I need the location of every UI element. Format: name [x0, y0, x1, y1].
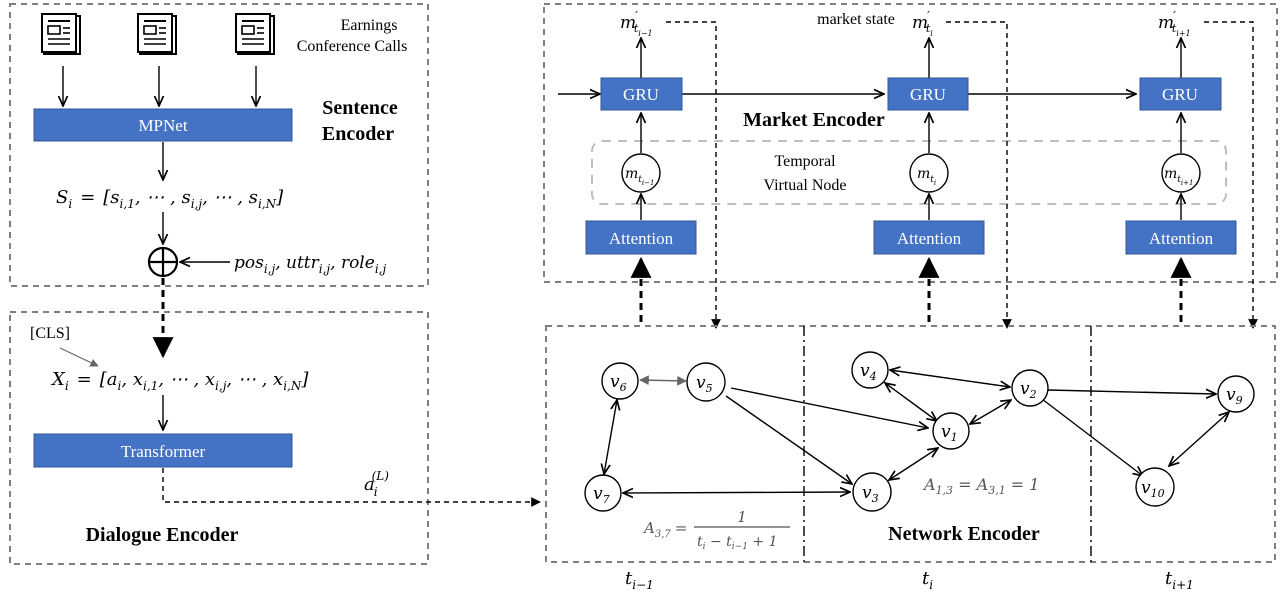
- sentence-encoder-border: [9, 3, 429, 287]
- m-prime-prev: m′ti−1: [620, 9, 653, 38]
- svg-text:GRU: GRU: [1162, 85, 1198, 104]
- cls-label: [CLS]: [30, 325, 70, 342]
- graph-node-v2: v2: [1011, 369, 1049, 407]
- dialogue-encoder-title: Dialogue Encoder: [86, 524, 239, 546]
- graph-node-v10: v10: [1135, 467, 1175, 507]
- network-encoder-panel: v6 v5 v7 v4 v1 v2 v3 v9: [545, 325, 1276, 563]
- concatenate-icon: [147, 246, 179, 278]
- edge-weight-a37: A3,7= 1 ti − ti−1 + 1: [642, 508, 790, 552]
- svg-text:Attention: Attention: [1149, 229, 1214, 248]
- virtual-node-next: [1161, 153, 1201, 193]
- attention-box-curr: [873, 220, 985, 255]
- transformer-label: Transformer: [121, 442, 206, 461]
- gru-box-next: [1139, 77, 1222, 111]
- m-prime-next: m′ti+1: [1158, 9, 1191, 38]
- svg-text:1: 1: [737, 508, 747, 526]
- m-prime-curr: m′ti: [912, 9, 933, 38]
- mpnet-box: [33, 108, 293, 142]
- svg-text:ti − ti−1 + 1: ti − ti−1 + 1: [697, 534, 778, 552]
- mpnet-label: MPNet: [138, 116, 187, 135]
- market-state-label: market state: [817, 11, 895, 28]
- attention-box-prev: [585, 220, 697, 255]
- svg-text:v3: v3: [862, 483, 879, 505]
- network-encoder-title: Network Encoder: [888, 523, 1040, 545]
- temporal-virtual-node-region: [591, 140, 1227, 205]
- time-label-prev: ti−1: [625, 568, 654, 592]
- market-encoder-title: Market Encoder: [743, 109, 885, 131]
- virtual-node-label-line1: Temporal: [774, 153, 836, 170]
- edge-weight-a13: A1,3 = A3,1 = 1: [922, 475, 1039, 497]
- transformer-output-label: ai(L): [364, 469, 389, 499]
- market-column-next: m′ti+1 GRU mti+1 Attention: [1125, 9, 1237, 255]
- dialogue-encoder-border: [9, 311, 429, 565]
- graph-node-v6: v6: [601, 362, 639, 400]
- transformer-box: [33, 433, 293, 468]
- graph-node-v1: v1: [932, 412, 970, 450]
- virtual-node-curr: [909, 153, 949, 193]
- graph-node-v4: v4: [851, 351, 889, 389]
- virtual-node-prev: [621, 153, 661, 193]
- document-icon: [235, 13, 275, 55]
- graph-node-v5: v5: [686, 362, 726, 402]
- gru-box-prev: [600, 77, 683, 111]
- svg-text:v9: v9: [1226, 385, 1243, 407]
- svg-text:v7: v7: [593, 484, 610, 506]
- market-encoder-border: [543, 3, 1278, 283]
- svg-text:mti: mti: [917, 166, 936, 187]
- svg-text:Attention: Attention: [609, 229, 674, 248]
- source-label-line1: Earnings: [341, 17, 398, 34]
- dialogue-encoder-panel: [CLS] Xi=[ai, xi,1, ⋯ , xi,j, ⋯ , xi,N] …: [9, 311, 429, 565]
- svg-text:GRU: GRU: [623, 85, 659, 104]
- svg-text:Attention: Attention: [897, 229, 962, 248]
- svg-text:v4: v4: [860, 361, 877, 383]
- graph-node-v7: v7: [584, 474, 622, 512]
- market-column-prev: m′ti−1 GRU mti−1 Attention: [585, 9, 697, 255]
- svg-text:GRU: GRU: [910, 85, 946, 104]
- market-encoder-panel: market state Temporal Virtual Node Marke…: [543, 3, 1278, 329]
- position-role-inputs: posi,j, uttri,j, rolei,j: [234, 253, 386, 276]
- svg-text:v6: v6: [610, 372, 627, 394]
- market-column-curr: m′ti GRU mti Attention: [873, 9, 985, 255]
- document-icon: [41, 13, 81, 55]
- svg-text:mti−1: mti−1: [625, 166, 654, 187]
- network-encoder-border: [545, 325, 1276, 563]
- time-label-curr: ti: [922, 568, 933, 592]
- source-label-line2: Conference Calls: [297, 38, 408, 55]
- virtual-node-label-line2: Virtual Node: [763, 177, 846, 194]
- svg-text:v1: v1: [941, 422, 958, 444]
- time-axis: ti−1 ti ti+1: [625, 568, 1194, 592]
- svg-text:v10: v10: [1141, 478, 1165, 500]
- time-label-next: ti+1: [1165, 568, 1194, 592]
- svg-text:v5: v5: [696, 373, 713, 395]
- sentence-encoder-title-line1: Sentence: [322, 97, 398, 119]
- x-i-formula: Xi=[ai, xi,1, ⋯ , xi,j, ⋯ , xi,N]: [50, 369, 309, 393]
- s-i-formula: Si=[si,1, ⋯ , si,j, ⋯ , si,N]: [56, 187, 284, 211]
- sentence-encoder-title-line2: Encoder: [322, 123, 394, 145]
- svg-text:v2: v2: [1020, 379, 1037, 401]
- graph-node-v9: v9: [1217, 375, 1255, 413]
- sentence-encoder-panel: Earnings Conference Calls MPNet Sentence…: [9, 3, 429, 287]
- svg-text:mti+1: mti+1: [1164, 166, 1193, 187]
- gru-box-curr: [887, 77, 969, 111]
- attention-box-next: [1125, 220, 1237, 255]
- svg-text:A3,7=: A3,7=: [642, 519, 687, 540]
- graph-node-v3: v3: [852, 472, 892, 512]
- document-icon: [137, 13, 177, 55]
